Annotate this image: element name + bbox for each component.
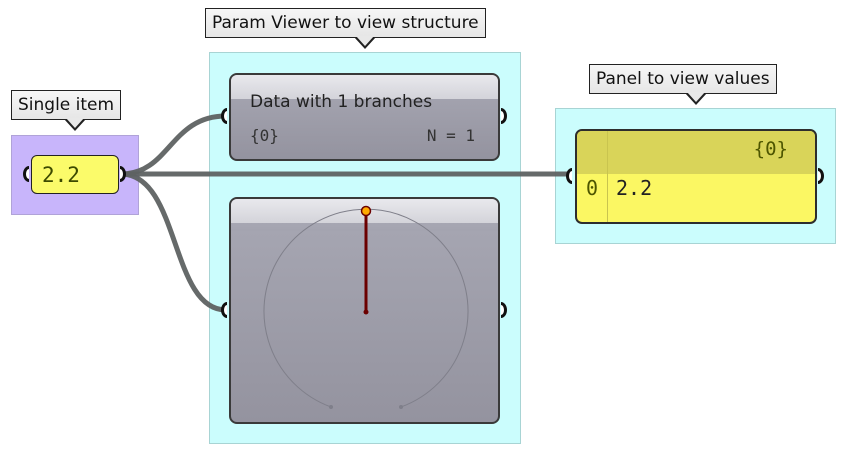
graph-output-grip[interactable] xyxy=(501,302,507,318)
number-param-value: 2.2 xyxy=(42,162,80,187)
panel-header xyxy=(577,131,815,174)
number-param-output-grip[interactable] xyxy=(120,166,126,182)
dial-arc-end-left xyxy=(329,405,333,409)
panel-row-value: 2.2 xyxy=(616,176,653,200)
dial-graph xyxy=(263,205,469,409)
panel-label: Panel to view values xyxy=(596,69,770,89)
wire-to-graph[interactable] xyxy=(120,171,227,313)
single-item-label: Single item xyxy=(18,95,115,115)
panel-label-bubble: Panel to view values xyxy=(589,64,777,94)
bubble-tail xyxy=(354,36,376,49)
param-viewer-label-bubble: Param Viewer to view structure xyxy=(205,8,486,38)
panel-component[interactable]: {0} 0 2.2 xyxy=(575,129,817,224)
param-viewer-output-grip[interactable] xyxy=(501,108,507,124)
param-viewer-graph-component[interactable] xyxy=(229,197,500,424)
param-viewer-component[interactable]: Data with 1 branches {0} N = 1 xyxy=(229,73,500,161)
param-viewer-path: {0} xyxy=(250,126,279,145)
param-viewer-count: N = 1 xyxy=(426,126,475,145)
param-viewer-title: Data with 1 branches xyxy=(250,92,433,112)
param-viewer-input-grip[interactable] xyxy=(221,108,227,124)
panel-input-grip[interactable] xyxy=(566,168,572,184)
panel-row-index: 0 xyxy=(586,176,599,200)
dial-knob[interactable] xyxy=(360,205,372,217)
single-item-label-bubble: Single item xyxy=(11,90,122,120)
dial-center xyxy=(363,309,369,315)
bubble-tail xyxy=(685,92,707,105)
graph-input-grip[interactable] xyxy=(221,302,227,318)
panel-branch-header: {0} xyxy=(753,138,788,160)
panel-gutter xyxy=(607,131,608,222)
dial-arc-end-right xyxy=(399,405,403,409)
number-param[interactable]: 2.2 xyxy=(31,155,119,194)
number-param-input-grip[interactable] xyxy=(23,166,29,182)
wire-to-param-viewer[interactable] xyxy=(120,113,227,177)
panel-output-grip[interactable] xyxy=(818,168,824,184)
component-gloss xyxy=(231,75,498,99)
param-viewer-label: Param Viewer to view structure xyxy=(212,13,479,33)
bubble-tail xyxy=(64,118,86,131)
